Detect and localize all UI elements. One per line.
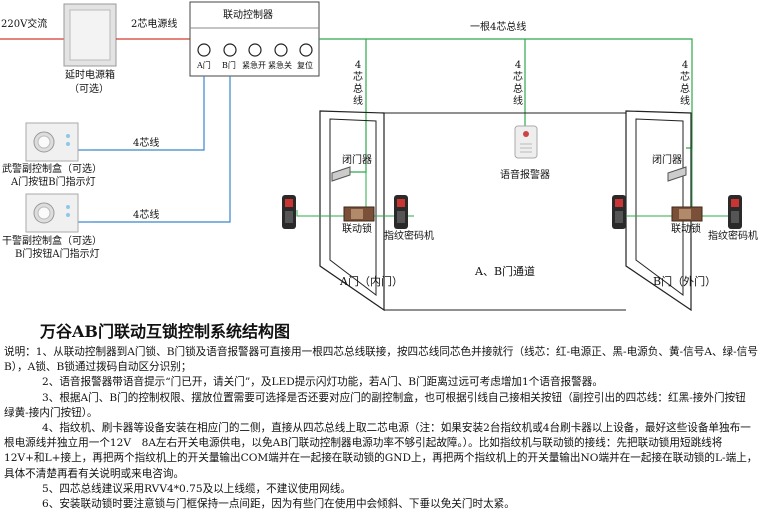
- door-b-lock-label: 联动锁: [671, 224, 701, 235]
- controller-button-emergency-close-label: 紧急关: [268, 61, 292, 70]
- door-b-bus-label: 4芯总线: [680, 60, 690, 107]
- controller-button-a-icon: [197, 43, 211, 57]
- controller-button-b-label: B门: [222, 61, 236, 70]
- door-b-fingerprint-left-icon: [612, 195, 626, 229]
- note-5: 5、四芯总线建议采用RVV4*0.75及以上线缆，不建议使用网线。: [42, 482, 351, 495]
- door-b-fingerprint-label: 指纹密码机: [708, 231, 758, 242]
- door-a-device-wire: [296, 210, 414, 217]
- main-bus-label: 一根4芯总线: [470, 22, 527, 33]
- door-b-closer-icon: [667, 166, 687, 182]
- system-diagram: 220V交流 延时电源箱 （可选） 2芯电源线 联动控制器 A门 B门 紧急开 …: [0, 1, 758, 312]
- note-1: 说明：1、从联动控制器到A门锁、B门锁及语音报警器可直接用一根四芯总线联接，按四…: [4, 346, 758, 374]
- voice-alarm-icon: [514, 125, 538, 159]
- control-box-b-label: 干警副控制盒（可选）: [2, 236, 102, 247]
- note-6: 6、安装联动锁时要注意锁与门框保持一点间距，因为有些门在使用中会倾斜、下垂以免关…: [42, 498, 515, 511]
- alarm-bus-label: 4芯总线: [513, 60, 523, 107]
- door-b-fingerprint-right-icon: [728, 195, 742, 229]
- note-4: 4、指纹机、刷卡器等设备安装在相应门的二侧，直接从四芯总线上取二芯电源（注：如果…: [4, 422, 758, 480]
- note-3: 3、根据A门、B门的控制权限、摆放位置需要可选择是否还要对应门的副控制盒，也可根…: [4, 391, 757, 419]
- door-b-label: B门（外门）: [653, 275, 717, 288]
- door-a-fingerprint-right-icon: [394, 195, 408, 229]
- two-core-power-line-label: 2芯电源线: [131, 19, 178, 30]
- controller-button-emergency-open-label: 紧急开: [242, 61, 266, 70]
- controller-button-a-label: A门: [197, 61, 211, 70]
- controller-box: [189, 1, 320, 77]
- door-a-bus-label: 4芯总线: [353, 60, 363, 107]
- control-box-b-line-label: 4芯线: [133, 210, 160, 221]
- door-b-leaf: [635, 118, 684, 296]
- door-a-closer-label: 闭门器: [342, 155, 372, 166]
- wiring-diagram-svg: [0, 1, 742, 312]
- door-a-leaf: [329, 118, 377, 297]
- voice-alarm-label: 语音报警器: [500, 170, 550, 181]
- control-box-a-line-label: 4芯线: [133, 138, 160, 149]
- controller-button-emergency-close-icon: [274, 43, 288, 57]
- delay-power-box-label: 延时电源箱: [65, 70, 115, 81]
- control-box-a-label: 武警副控制盒（可选）: [2, 164, 102, 175]
- door-a-closer-icon: [331, 166, 351, 182]
- note-2: 2、语音报警器带语音提示“门已开，请关门”，及LED提示闪灯功能，若A门、B门距…: [42, 376, 603, 389]
- controller-title: 联动控制器: [223, 10, 273, 21]
- notes-section: 说明：1、从联动控制器到A门锁、B门锁及语音报警器可直接用一根四芯总线联接，按四…: [4, 345, 760, 512]
- delay-power-box-panel: [69, 9, 111, 61]
- passage-label: A、B门通道: [475, 265, 536, 278]
- controller-button-emergency-open-icon: [248, 43, 262, 57]
- controller-button-reset-icon: [299, 43, 313, 57]
- door-b-closer-label: 闭门器: [652, 155, 682, 166]
- main-bus-line: [319, 38, 693, 149]
- control-box-a-sub-label: A门按钮B门指示灯: [11, 177, 96, 188]
- door-a-fingerprint-left-icon: [282, 195, 296, 229]
- controller-button-b-icon: [223, 43, 237, 57]
- control-box-b-sub-label: B门按钮A门指示灯: [15, 249, 100, 260]
- page-title: 万谷AB门联动互锁控制系统结构图: [40, 322, 290, 341]
- ac-220v-label: 220V交流: [1, 19, 48, 30]
- door-a-fingerprint-label: 指纹密码机: [384, 231, 434, 242]
- controller-button-reset-label: 复位: [297, 61, 313, 70]
- door-a-lock-label: 联动锁: [342, 224, 372, 235]
- control-box-b-line: [92, 76, 231, 223]
- delay-power-optional-label: （可选）: [69, 84, 109, 95]
- door-a-label: A门（内门）: [340, 275, 403, 288]
- control-box-a-line: [92, 76, 205, 151]
